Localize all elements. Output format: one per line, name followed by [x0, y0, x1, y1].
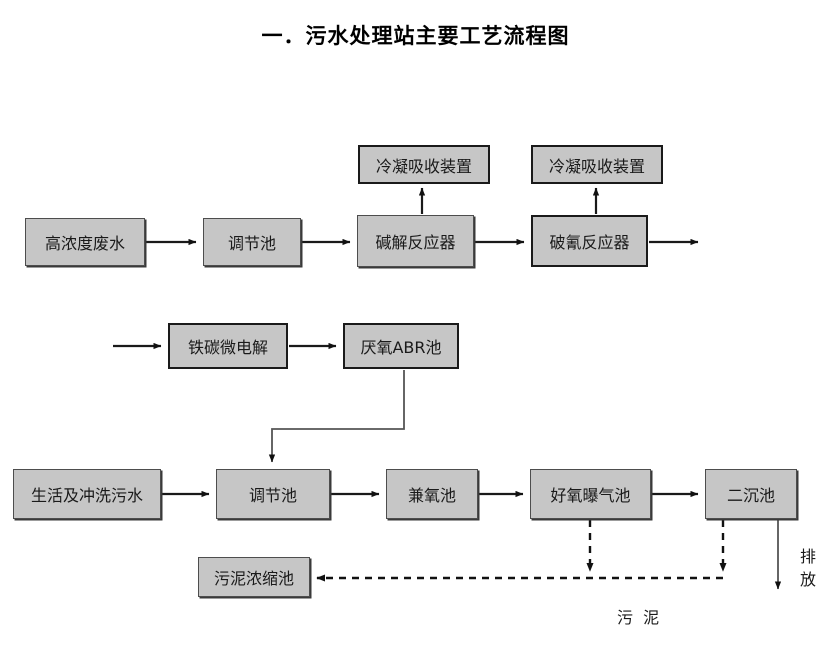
node-iron-carbon-micro-electrolysis[interactable]: 铁碳微电解 — [168, 323, 288, 369]
node-label: 兼氧池 — [407, 486, 456, 505]
node-regulating-tank-2[interactable]: 调节池 — [216, 469, 330, 519]
page-title: 一．污水处理站主要工艺流程图 — [261, 24, 570, 48]
node-alkaline-hydrolysis-reactor[interactable]: 碱解反应器 — [357, 215, 474, 267]
node-label: 高浓度废水 — [44, 234, 125, 253]
node-regulating-tank-1[interactable]: 调节池 — [203, 218, 301, 266]
node-condenser-absorber-1[interactable]: 冷凝吸收装置 — [358, 145, 490, 184]
node-aerobic-aeration-tank[interactable]: 好氧曝气池 — [530, 469, 651, 519]
discharge-label-char-1: 排 — [799, 547, 816, 566]
node-label: 破氰反应器 — [549, 233, 630, 252]
node-label: 污泥浓缩池 — [213, 569, 294, 588]
node-label: 生活及冲洗污水 — [30, 486, 143, 505]
node-label: 调节池 — [248, 486, 297, 505]
node-high-concentration-wastewater[interactable]: 高浓度废水 — [25, 218, 145, 266]
node-sludge-thickening-tank[interactable]: 污泥浓缩池 — [198, 557, 310, 597]
node-label: 铁碳微电解 — [187, 338, 268, 357]
node-label: 调节池 — [227, 234, 276, 253]
edge-abr-to-regulating2 — [268, 370, 405, 463]
node-secondary-sedimentation-tank[interactable]: 二沉池 — [705, 469, 797, 519]
node-domestic-washing-sewage[interactable]: 生活及冲洗污水 — [13, 469, 161, 519]
node-label: 碱解反应器 — [375, 233, 456, 252]
sludge-flow-label: 污 泥 — [617, 608, 660, 627]
node-facultative-tank[interactable]: 兼氧池 — [386, 469, 478, 519]
node-condenser-absorber-2[interactable]: 冷凝吸收装置 — [531, 145, 663, 184]
discharge-label-char-2: 放 — [799, 570, 816, 590]
node-label: 好氧曝气池 — [550, 486, 631, 505]
discharge-flow-label: 排 放 — [798, 545, 818, 591]
node-anaerobic-abr-tank[interactable]: 厌氧ABR池 — [343, 323, 459, 369]
node-label: 冷凝吸收装置 — [375, 156, 472, 176]
node-label: 厌氧ABR池 — [360, 338, 442, 357]
node-cyanide-breaking-reactor[interactable]: 破氰反应器 — [531, 215, 648, 267]
node-label: 冷凝吸收装置 — [548, 156, 645, 176]
node-label: 二沉池 — [726, 486, 775, 505]
